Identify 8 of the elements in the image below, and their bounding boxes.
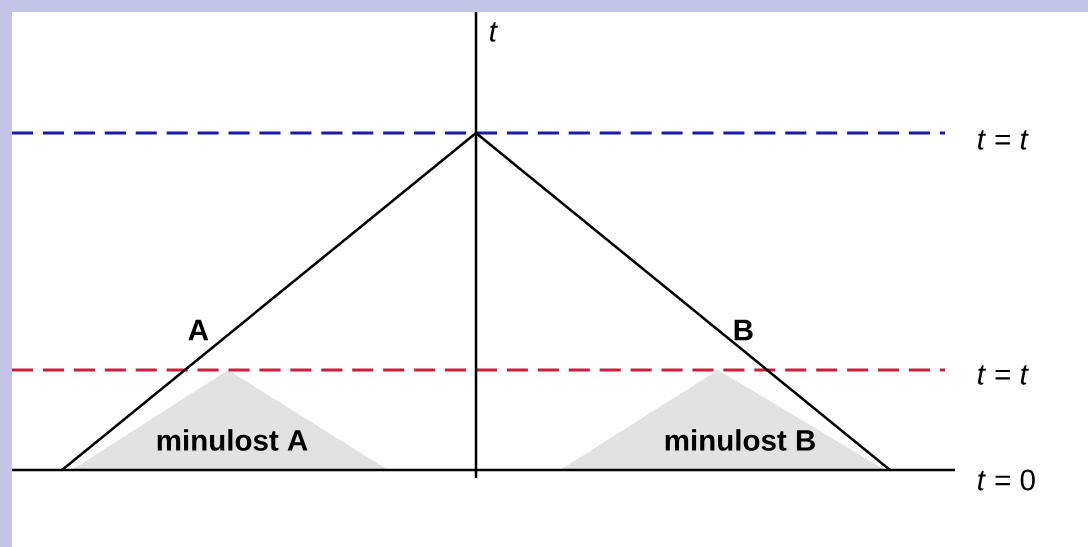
t-label: t — [490, 22, 498, 42]
point-label: A — [188, 319, 209, 341]
equation-label: t = t — [978, 365, 1029, 385]
equation-label: t = 0 — [978, 469, 1035, 491]
past-cone: minulost B — [560, 370, 885, 470]
point-label: B — [734, 319, 753, 341]
past-cone: minulost A — [72, 370, 388, 470]
equation-label: t = t — [978, 130, 1029, 150]
